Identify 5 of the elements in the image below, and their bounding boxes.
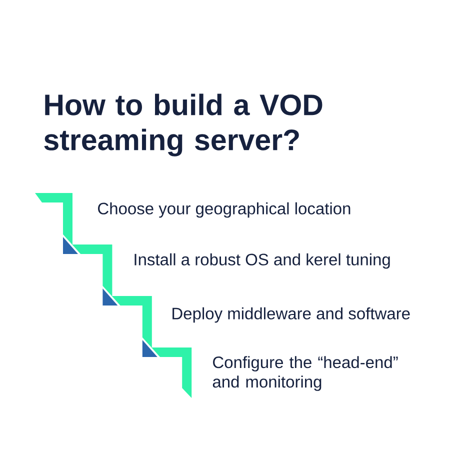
step-label: Configure the “head-end” and monitoring [212, 356, 398, 391]
step-label: Choose your geographical location [98, 202, 350, 218]
step-label: Install a robust OS and kerel tuning [134, 253, 390, 269]
step-label: Deploy middleware and software [172, 307, 410, 323]
title: How to build a VOD streaming server? [44, 94, 322, 156]
